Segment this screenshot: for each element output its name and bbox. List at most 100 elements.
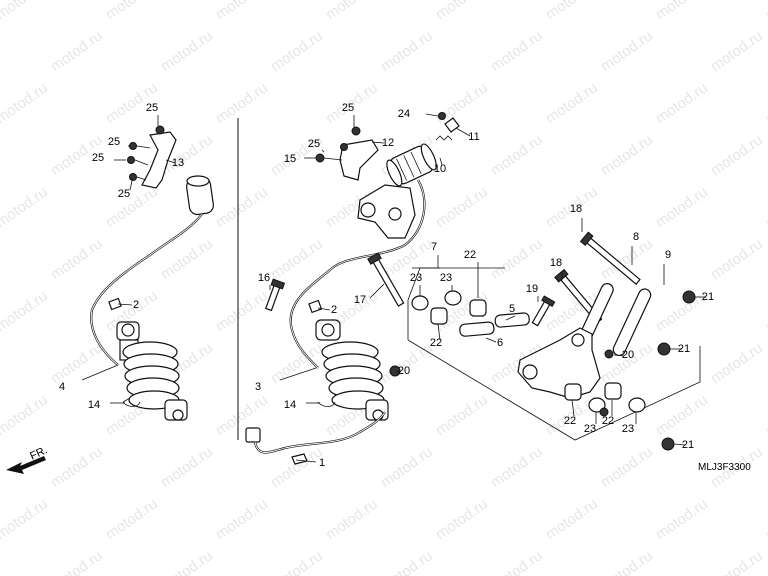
- callout-label: 23: [410, 272, 422, 284]
- callout-label: 25: [92, 152, 104, 164]
- callout-label: 14: [88, 399, 100, 411]
- callout-label: 1: [319, 457, 325, 469]
- watermark-text: motod.ru: [323, 495, 381, 543]
- watermark-text: motod.ru: [0, 0, 51, 23]
- callout-label: 25: [108, 136, 120, 148]
- watermark-text: motod.ru: [763, 391, 768, 439]
- callout-label: 9: [665, 249, 671, 261]
- diagram-code: MLJ3F3300: [698, 462, 751, 473]
- callout-label: 21: [702, 291, 714, 303]
- watermark-text: motod.ru: [488, 131, 546, 179]
- watermark-text: motod.ru: [653, 495, 711, 543]
- callout-label: 21: [682, 439, 694, 451]
- callout-leader: [129, 180, 133, 191]
- watermark-text: motod.ru: [0, 495, 51, 543]
- watermark-text: motod.ru: [763, 495, 768, 543]
- callout-leader: [317, 307, 331, 311]
- watermark-text: motod.ru: [0, 391, 51, 439]
- watermark-text: motod.ru: [213, 391, 271, 439]
- watermark-text: motod.ru: [268, 339, 326, 387]
- callout-label: 18: [570, 203, 582, 215]
- callout-label: 23: [584, 423, 596, 435]
- callout-label: 22: [602, 415, 614, 427]
- callout-leader: [165, 159, 176, 164]
- watermark-text: motod.ru: [708, 235, 766, 283]
- callout-leader: [439, 157, 443, 166]
- watermark-text: motod.ru: [48, 339, 106, 387]
- callout-label: 7: [431, 241, 437, 253]
- watermark-text: motod.ru: [158, 443, 216, 491]
- callout-label: 8: [633, 231, 639, 243]
- watermark-text: motod.ru: [763, 0, 768, 23]
- watermark-text: motod.ru: [763, 79, 768, 127]
- callout-label: 25: [146, 102, 158, 114]
- adjuster-unit: [386, 143, 437, 187]
- watermark-text: motod.ru: [0, 79, 51, 127]
- callout-label: 22: [430, 337, 442, 349]
- callout-label: 11: [468, 131, 479, 143]
- front-arrow-label: FR.: [28, 444, 49, 462]
- callout-leader: [371, 141, 385, 144]
- callout-label: 24: [398, 108, 410, 120]
- watermark-text: motod.ru: [48, 235, 106, 283]
- linkage-assembly: [411, 231, 696, 451]
- watermark-text: motod.ru: [543, 495, 601, 543]
- spring-left: [122, 341, 180, 410]
- watermark-text: motod.ru: [708, 547, 766, 576]
- watermark-text: motod.ru: [213, 287, 271, 335]
- callout-leader: [613, 354, 625, 357]
- callout-leader: [369, 283, 385, 299]
- watermark-text: motod.ru: [708, 339, 766, 387]
- callout-leader: [81, 364, 119, 381]
- callout-label: 22: [464, 249, 476, 261]
- watermark-text: motod.ru: [213, 495, 271, 543]
- watermark-text: motod.ru: [433, 391, 491, 439]
- callout-leader: [505, 315, 516, 321]
- callout-leader: [485, 337, 497, 343]
- callout-label: 21: [678, 343, 690, 355]
- callout-label: 23: [440, 272, 452, 284]
- callout-leader: [673, 443, 687, 446]
- spring-right: [321, 341, 385, 410]
- watermark-text: motod.ru: [0, 183, 51, 231]
- callout-leader: [321, 149, 325, 153]
- watermark-text: motod.ru: [433, 183, 491, 231]
- callout-leader: [279, 367, 317, 381]
- callout-leader: [437, 323, 441, 341]
- callout-label: 18: [550, 257, 562, 269]
- watermark-text: motod.ru: [48, 27, 106, 75]
- watermark-text: motod.ru: [598, 547, 656, 576]
- watermark-text: motod.ru: [378, 547, 436, 576]
- watermark-text: motod.ru: [158, 547, 216, 576]
- watermark-text: motod.ru: [708, 131, 766, 179]
- watermark-text: motod.ru: [708, 27, 766, 75]
- callout-label: 22: [564, 415, 576, 427]
- callout-label: 2: [331, 304, 337, 316]
- watermark-text: motod.ru: [158, 27, 216, 75]
- watermark-text: motod.ru: [763, 183, 768, 231]
- watermark-text: motod.ru: [543, 79, 601, 127]
- callout-label: 19: [526, 283, 538, 295]
- bracket-13: [141, 131, 177, 189]
- watermark-text: motod.ru: [433, 79, 491, 127]
- watermark-text: motod.ru: [488, 235, 546, 283]
- watermark-text: motod.ru: [653, 183, 711, 231]
- watermark-text: motod.ru: [213, 183, 271, 231]
- callout-label: 13: [172, 157, 184, 169]
- callout-leader: [295, 459, 317, 463]
- callout-leader: [395, 370, 401, 373]
- callout-label: 25: [118, 188, 130, 200]
- watermark-text: motod.ru: [213, 79, 271, 127]
- watermark-text: motod.ru: [213, 0, 271, 23]
- callout-label: 4: [59, 381, 65, 393]
- right-shock-assembly: [245, 112, 460, 465]
- callout-label: 25: [308, 138, 320, 150]
- callout-leader: [455, 127, 471, 137]
- watermark-text: motod.ru: [543, 0, 601, 23]
- callout-label: 20: [398, 365, 410, 377]
- watermark-text: motod.ru: [103, 183, 161, 231]
- watermark-text: motod.ru: [378, 339, 436, 387]
